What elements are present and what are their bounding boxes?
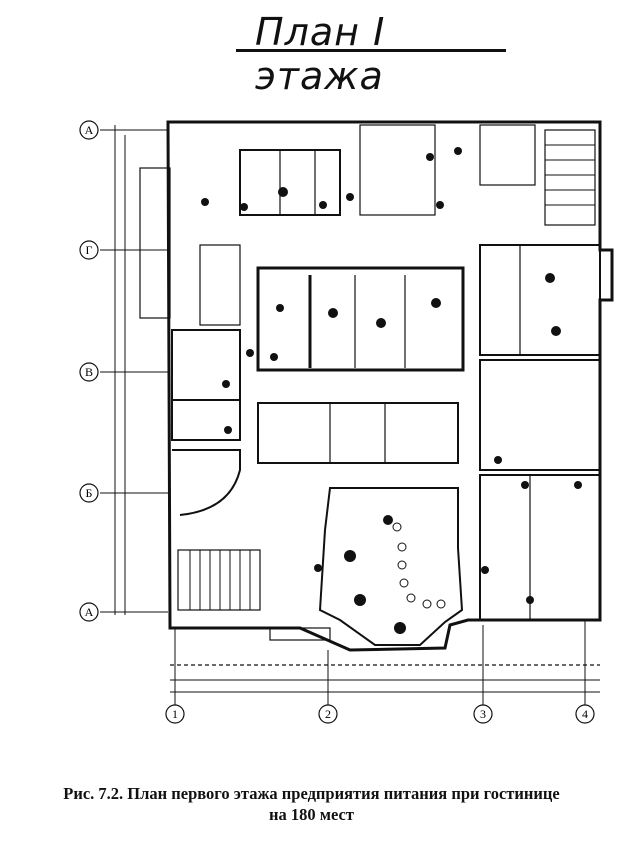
top-room-block xyxy=(239,149,341,216)
axis-label-v2: Г xyxy=(86,243,93,257)
caption-line-2: на 180 мест xyxy=(269,805,354,824)
lobby-arc xyxy=(172,449,241,516)
title-underline xyxy=(236,49,506,52)
middle-rooms xyxy=(257,402,459,464)
entrance-steps xyxy=(269,627,331,641)
axis-label-h3: 3 xyxy=(480,707,486,721)
kitchen-upper xyxy=(479,244,601,356)
kitchen-middle xyxy=(479,359,601,471)
left-rooms xyxy=(171,329,241,441)
axis-label-h1: 1 xyxy=(172,707,178,721)
figure-caption: Рис. 7.2. План первого этажа предприятия… xyxy=(0,783,623,825)
plan-title: План I этажа xyxy=(255,10,386,98)
axis-label-v1: А xyxy=(85,123,94,137)
axis-label-v4: Б xyxy=(86,486,93,500)
kitchen-lower xyxy=(479,474,601,621)
axis-label-v3: В xyxy=(85,365,93,379)
top-right-rooms xyxy=(359,124,436,216)
caption-line-1: Рис. 7.2. План первого этажа предприятия… xyxy=(63,784,560,803)
axis-label-h2: 2 xyxy=(325,707,331,721)
dining-hall xyxy=(318,487,464,646)
axis-label-h4: 4 xyxy=(582,707,588,721)
left-annex xyxy=(139,167,171,319)
stair-left xyxy=(177,549,261,611)
central-block xyxy=(256,266,465,372)
axis-label-v5: А xyxy=(85,605,94,619)
stair-right xyxy=(544,129,596,226)
